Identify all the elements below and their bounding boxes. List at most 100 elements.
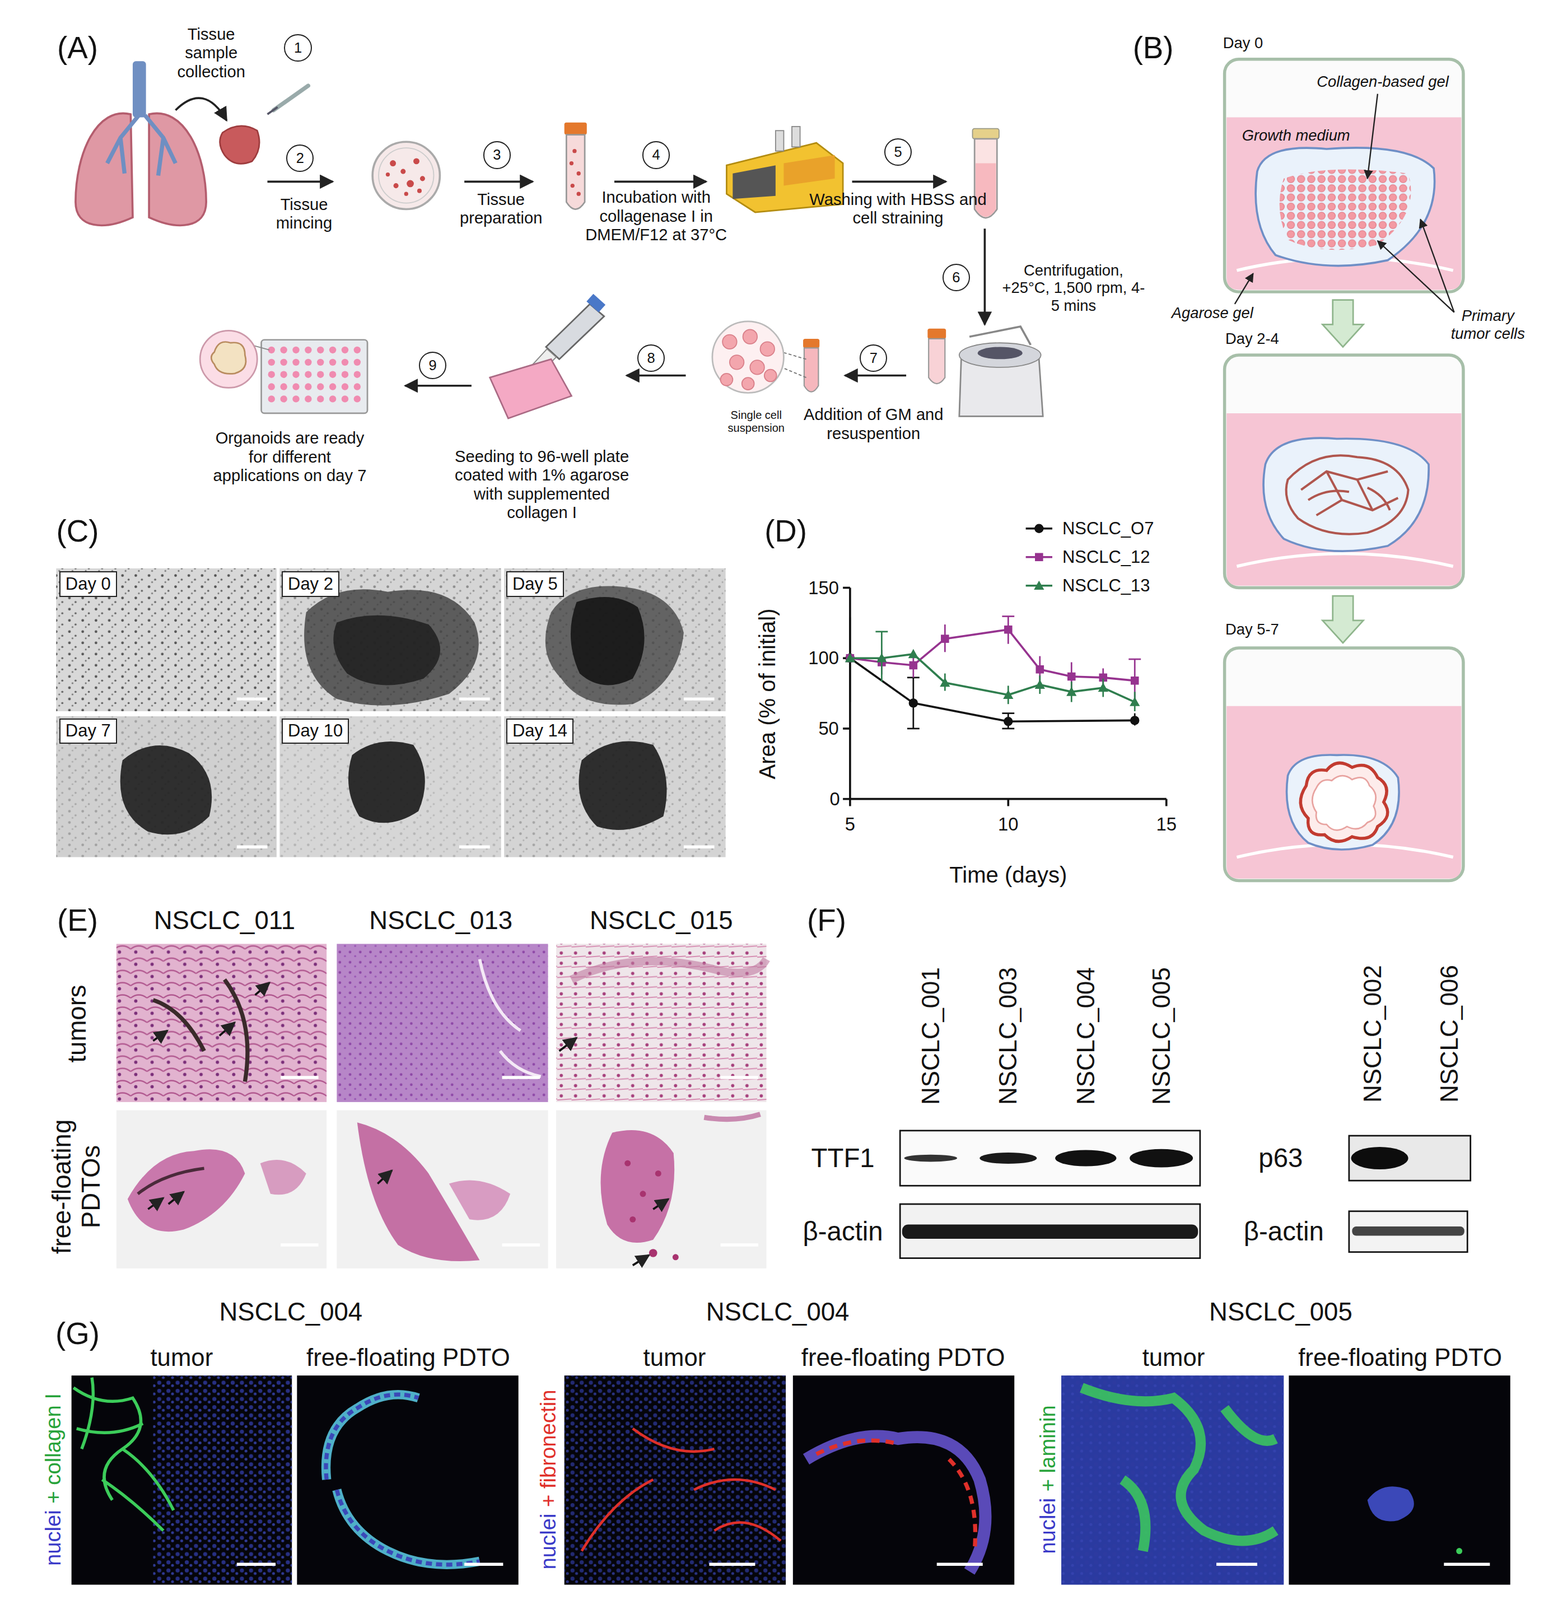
panel-a-illustration-part-part [393, 183, 399, 189]
panel-a-illustration-part [791, 126, 801, 147]
histology-images-part [556, 943, 767, 1102]
panel-b-culture-scheme-part [1263, 437, 1429, 552]
label-text: NSCLC_013 [369, 905, 513, 935]
brightfield-images-part [279, 568, 501, 712]
figure-label: NSCLC_003 [994, 967, 1023, 1105]
panel-a-illustration-part-part [304, 383, 312, 390]
panel-b-culture-scheme-part [1226, 413, 1462, 586]
step-number: 4 [652, 146, 661, 163]
panel-a-illustration-part-part [764, 369, 777, 382]
histology-images-part-part [720, 1243, 758, 1247]
panel-a-illustration-part-part [353, 346, 361, 354]
label-text: NSCLC_004 [1071, 967, 1100, 1105]
day-label: Day 14 [512, 720, 568, 741]
legend-sample-part [1033, 580, 1044, 590]
fluorescence-images-part [1061, 1375, 1284, 1585]
western-blots-part [899, 1204, 1201, 1259]
panel-a-illustration-part-part [329, 346, 337, 354]
stain-name: + fibronectin [535, 1389, 560, 1508]
step-number-circle: 3 [483, 141, 511, 169]
figure-label: Tissue sample collection [164, 24, 259, 82]
brightfield-images-part [504, 568, 726, 712]
label-text: NSCLC_011 [154, 905, 296, 935]
step-number-circle: 8 [637, 344, 665, 372]
line-chart-part-part [1036, 665, 1045, 674]
line-chart-part-part [908, 649, 919, 659]
histology-images-part-part [168, 1191, 184, 1205]
line-chart-part-part [908, 698, 918, 708]
legend-row: NSCLC_13 [1023, 575, 1151, 596]
panel-a-illustration-part-part [292, 358, 300, 366]
label-text: tumors [62, 984, 92, 1063]
figure-label: Single cell suspension [717, 408, 795, 435]
histology-images-part [571, 959, 767, 980]
line-chart-part-part [1165, 799, 1168, 807]
panel-a-illustration-part-part [280, 346, 287, 354]
panel-a-illustration-part-part [353, 371, 361, 379]
label-text: tumor [1142, 1342, 1206, 1371]
panel-a-illustration-part-part [280, 383, 287, 390]
panel-a-illustration-part-part [722, 334, 737, 350]
stain-label: nuclei+ laminin [1036, 1405, 1060, 1555]
line-chart-part-part [1129, 696, 1140, 706]
label-text: NSCLC_004 [706, 1297, 850, 1327]
histology-images-part [116, 943, 327, 1102]
panel-a-illustration-part-part [280, 371, 287, 379]
figure-label: Tissue mincing [266, 195, 343, 233]
panel-a-illustration-part [566, 134, 585, 210]
fluorescence-images-part-part [464, 1562, 503, 1566]
panel-a-illustration-part [626, 374, 687, 377]
label-text: free-floating PDTO [801, 1342, 1006, 1371]
fluorescence-images-part [1367, 1486, 1415, 1522]
figure-label: Day 5-7 [1225, 621, 1280, 639]
legend-row: NSCLC_12 [1023, 547, 1151, 568]
panel-a-illustration-part-part [292, 346, 300, 354]
panel-a-illustration-part-part [292, 371, 300, 379]
panel-a-illustration-part-part [304, 358, 312, 366]
histology-images-part-part [280, 1075, 319, 1079]
stain-name: + collagen I [40, 1393, 65, 1504]
panel-a-illustration-part-part [406, 180, 414, 188]
label-text: (C) [56, 514, 100, 549]
panel-a-illustration-part-part [316, 371, 324, 379]
legend-sample-part [1034, 553, 1044, 562]
figure-label: NSCLC_004 [218, 1297, 363, 1327]
fluorescence-images-part [564, 1375, 786, 1585]
brightfield-images-part [56, 568, 277, 712]
line-chart-part [850, 617, 1135, 729]
panel-a-illustration-part [404, 384, 471, 387]
panel-a-illustration-part [803, 338, 820, 348]
panel-a-illustration-part-part [569, 161, 574, 166]
panel-b-culture-scheme-part [1377, 240, 1455, 313]
histology-images-part [336, 943, 548, 1102]
label-text: Tissue preparation [459, 190, 543, 228]
label-text: NSCLC_003 [994, 967, 1022, 1105]
panel-a-illustration-part-part [280, 395, 287, 403]
brightfield-images-part [504, 716, 726, 857]
panel-a-illustration-part-part [341, 395, 349, 403]
label-text: free-floating PDTOs [47, 1119, 105, 1255]
panel-a-illustration-part [614, 180, 707, 184]
line-chart-part-part [1128, 658, 1141, 661]
label-text: 10 [997, 813, 1019, 835]
step-number: 6 [952, 269, 960, 286]
fluorescence-images-part [71, 1375, 293, 1585]
figure-label: NSCLC_015 [589, 905, 734, 935]
figure-label: Tissue preparation [450, 190, 553, 228]
panel-a-illustration-part-part [304, 371, 312, 379]
panel-a-illustration-part-part [570, 183, 575, 188]
line-chart-part [845, 653, 1140, 726]
figure-label: tumor [150, 1342, 213, 1371]
figure-label: Primary tumor cells [1440, 306, 1536, 343]
panel-a-illustration-part-part [268, 371, 275, 379]
panel-b-culture-scheme-part [1312, 775, 1376, 830]
panel-b-culture-scheme-part [1234, 273, 1254, 305]
panel-a-illustration-part [586, 294, 606, 313]
figure-label: Growth medium [1242, 127, 1351, 145]
figure-label: NSCLC_011 [154, 905, 296, 935]
western-blots [899, 1130, 1471, 1259]
label-text: Incubation with collagenase I in DMEM/F1… [585, 188, 727, 244]
day-label: Day 7 [65, 720, 111, 741]
label-text: NSCLC_002 [1358, 964, 1387, 1103]
histology-images-part [336, 943, 548, 1102]
